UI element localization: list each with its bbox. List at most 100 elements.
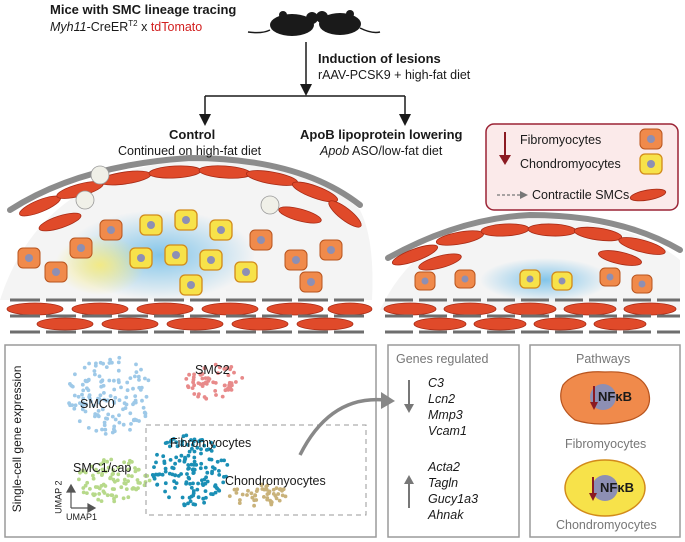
smc2-point [184, 377, 189, 381]
smc0-point [133, 394, 138, 398]
smc0-point [132, 417, 136, 422]
smc0-point [80, 382, 85, 387]
fibro-point [222, 458, 227, 463]
fibro-point [219, 458, 224, 463]
chondro-point [264, 487, 269, 492]
mouse-icon [247, 11, 318, 36]
smc0-point [86, 378, 91, 383]
smc1cap-point [126, 479, 130, 483]
fibro-point [215, 459, 220, 464]
chondro-point [274, 486, 279, 490]
smc0-point [112, 399, 116, 404]
chondro-point [254, 489, 259, 493]
umap-axes [65, 483, 97, 514]
fibro-point [173, 486, 177, 490]
treat-detail: Apob ASO/low-fat diet [320, 144, 442, 158]
fibro-point [199, 438, 204, 443]
smc1cap-point [96, 497, 101, 502]
fibro-point [191, 493, 196, 498]
fibro-point [192, 459, 197, 464]
flow-arrows [199, 42, 411, 126]
smc0-point [86, 388, 91, 393]
smc1cap-point [98, 462, 103, 467]
fibro-point [204, 495, 208, 500]
smc0-point [68, 382, 72, 386]
smc2-point [232, 370, 236, 375]
smc1cap-point [111, 471, 115, 476]
smc0-point [113, 395, 118, 400]
fibro-point [196, 481, 201, 486]
strain-x: x [137, 20, 151, 35]
fibro-point [155, 452, 159, 457]
fibro-point [187, 449, 192, 454]
legend-box [485, 123, 679, 211]
control-plaque [0, 154, 373, 334]
fibro-point [177, 458, 182, 463]
fibro-point [207, 457, 212, 462]
smc0-point [77, 419, 82, 424]
cluster-chondro: Chondromyocytes [225, 474, 326, 488]
smc0-point [100, 378, 105, 383]
fibro-point [203, 489, 208, 493]
smc0-point [73, 372, 77, 377]
fibro-point [152, 476, 157, 481]
smc0-point [104, 365, 109, 369]
header-title: Mice with SMC lineage tracing [50, 2, 237, 17]
smc0-point [97, 397, 102, 401]
smc0-point [101, 361, 105, 366]
smc1cap-point [88, 487, 92, 491]
fibro-point [182, 503, 187, 508]
fibro-point [199, 451, 203, 456]
smc0-point [73, 403, 78, 408]
smc0-point [102, 420, 107, 425]
strain-reporter: tdTomato [150, 20, 203, 35]
smc0-point [128, 427, 132, 432]
chondro-point [280, 488, 284, 493]
fibro-point [192, 449, 197, 454]
chondro-point [264, 484, 269, 489]
fibro-point [191, 439, 196, 444]
fibro-point [185, 472, 189, 476]
fibro-point [165, 440, 170, 445]
nfkb-label-1: NFκB [598, 389, 632, 404]
cluster-smc1cap: SMC1/cap [73, 461, 132, 475]
smc1cap-point [147, 478, 152, 483]
fibro-point [199, 461, 204, 466]
fibro-point [205, 470, 210, 475]
smc1cap-point [124, 487, 129, 491]
smc1cap-point [138, 481, 142, 485]
chondro-point [269, 499, 274, 504]
fibro-point [171, 437, 176, 441]
treated-plaque [380, 211, 683, 334]
smc2-point [192, 392, 197, 396]
smc0-point [125, 380, 130, 385]
fibro-point [189, 485, 194, 490]
smc2-point [223, 383, 227, 388]
smc0-point [87, 395, 91, 399]
fibro-point [186, 501, 190, 506]
smc0-point [93, 372, 97, 377]
smc0-point [116, 368, 121, 373]
fibromyocyte-pathway-icon [560, 371, 651, 425]
legend-chondro: Chondromyocytes [520, 157, 621, 171]
smc1cap-point [80, 469, 85, 474]
smc1cap-point [122, 460, 126, 465]
smc1cap-point [102, 458, 106, 462]
smc0-point [121, 407, 125, 412]
smc0-point [72, 406, 77, 411]
smc1cap-point [97, 492, 102, 496]
smc0-point [117, 420, 122, 425]
fibro-point [157, 472, 162, 477]
smc0-point [143, 376, 147, 381]
smc1cap-point [136, 486, 140, 490]
smc0-point [139, 385, 144, 390]
smc0-point [96, 409, 101, 413]
legend-contractile: Contractile SMCs [532, 188, 630, 202]
smc0-point [137, 419, 141, 423]
smc0-point [110, 414, 115, 419]
fibro-point [183, 456, 188, 461]
chondro-point [250, 495, 255, 500]
smc1cap-point [100, 467, 105, 472]
smc2-point [203, 376, 208, 380]
